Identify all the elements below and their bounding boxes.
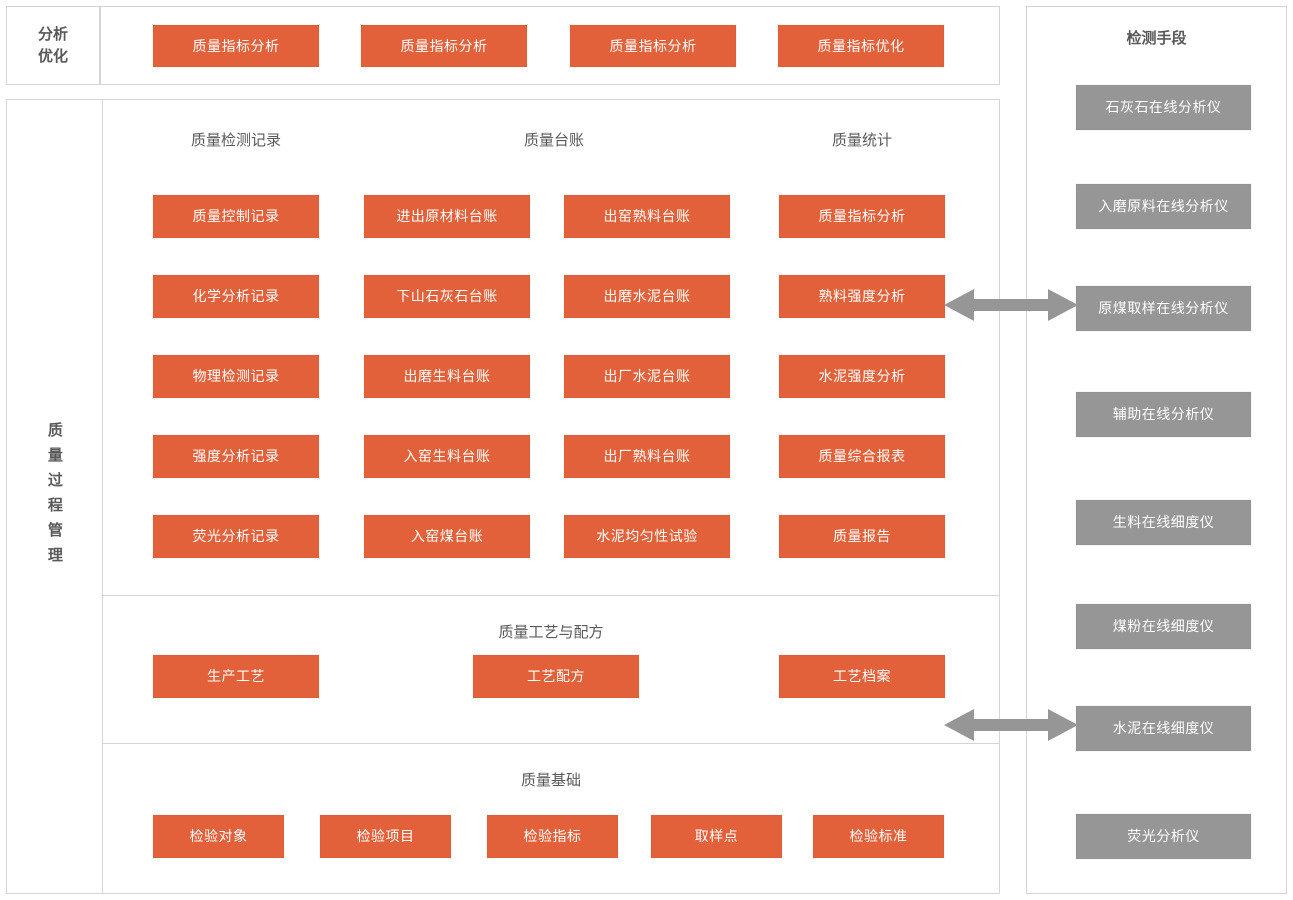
detection-tile-2-label: 原煤取样在线分析仪 — [1098, 300, 1229, 317]
detection-tile-5-label: 煤粉在线细度仪 — [1112, 618, 1215, 635]
group-1-tile-0[interactable]: 进出原材料台账 — [364, 195, 530, 238]
detection-tile-2[interactable]: 原煤取样在线分析仪 — [1076, 286, 1251, 331]
group-1-tile-2[interactable]: 出磨生料台账 — [364, 355, 530, 398]
group-2-tile-2-label: 出厂水泥台账 — [603, 368, 691, 385]
lower-double-arrow-icon — [944, 709, 1078, 741]
process-tile-2[interactable]: 工艺档案 — [779, 655, 945, 698]
group-3-tile-4-label: 质量报告 — [833, 528, 891, 545]
analysis-optimization-label-cell — [6, 6, 100, 85]
foundation-tile-3-label: 取样点 — [694, 828, 739, 845]
group-3-tile-0[interactable]: 质量指标分析 — [779, 195, 945, 238]
detection-tile-0-label: 石灰石在线分析仪 — [1105, 99, 1222, 116]
group-1-tile-1[interactable]: 下山石灰石台账 — [364, 275, 530, 318]
process-tile-1-label: 工艺配方 — [527, 668, 585, 685]
group-1-tile-4-label: 入窑煤台账 — [410, 528, 484, 545]
process-tile-0[interactable]: 生产工艺 — [153, 655, 319, 698]
group-1-tile-3-label: 入窑生料台账 — [403, 448, 491, 465]
foundation-tile-1[interactable]: 检验项目 — [320, 815, 451, 858]
top-tile-0[interactable]: 质量指标分析 — [153, 25, 319, 67]
foundation-section-divider — [103, 743, 999, 744]
group-3-tile-2[interactable]: 水泥强度分析 — [779, 355, 945, 398]
group-2-tile-4[interactable]: 水泥均匀性试验 — [564, 515, 730, 558]
group-2-tile-3[interactable]: 出厂熟料台账 — [564, 435, 730, 478]
quality-process-management-label: 质量过程管理 — [45, 421, 63, 572]
detection-tile-3-label: 辅助在线分析仪 — [1112, 406, 1215, 423]
detection-tile-5[interactable]: 煤粉在线细度仪 — [1076, 604, 1251, 649]
group-0-tile-3-label: 强度分析记录 — [192, 448, 280, 465]
analysis-optimization-label: 分析 优化 — [6, 6, 100, 85]
detection-tile-1[interactable]: 入磨原料在线分析仪 — [1076, 184, 1251, 229]
process-tile-0-label: 生产工艺 — [207, 668, 265, 685]
foundation-tile-1-label: 检验项目 — [356, 828, 415, 845]
detection-tile-3[interactable]: 辅助在线分析仪 — [1076, 392, 1251, 437]
detection-tile-7-label: 荧光分析仪 — [1127, 828, 1200, 845]
group-2-tile-1[interactable]: 出磨水泥台账 — [564, 275, 730, 318]
group-3-tile-0-label: 质量指标分析 — [818, 208, 906, 225]
group-0-tile-3[interactable]: 强度分析记录 — [153, 435, 319, 478]
group-3-tile-3[interactable]: 质量综合报表 — [779, 435, 945, 478]
detection-tile-0[interactable]: 石灰石在线分析仪 — [1076, 85, 1251, 130]
group-2-tile-4-label: 水泥均匀性试验 — [596, 528, 698, 545]
process-section-divider — [103, 595, 999, 596]
group-0-tile-2-label: 物理检测记录 — [192, 368, 280, 385]
group-2-tile-0[interactable]: 出窑熟料台账 — [564, 195, 730, 238]
top-tile-3[interactable]: 质量指标优化 — [778, 25, 944, 67]
group-title-3: 质量统计 — [831, 132, 892, 149]
group-0-tile-1[interactable]: 化学分析记录 — [153, 275, 319, 318]
top-tile-2-label: 质量指标分析 — [609, 37, 697, 54]
foundation-tile-0[interactable]: 检验对象 — [153, 815, 284, 858]
analysis-optimization-label-line1: 分析 — [37, 25, 68, 43]
foundation-tile-2[interactable]: 检验指标 — [487, 815, 618, 858]
process-tile-2-label: 工艺档案 — [833, 668, 891, 685]
foundation-section-title: 质量基础 — [520, 772, 581, 789]
group-0-tile-1-label: 化学分析记录 — [192, 288, 280, 305]
foundation-tile-4[interactable]: 检验标准 — [813, 815, 944, 858]
foundation-tile-0-label: 检验对象 — [189, 828, 248, 845]
group-3-tile-2-label: 水泥强度分析 — [818, 368, 906, 385]
group-0-tile-2[interactable]: 物理检测记录 — [153, 355, 319, 398]
main-rail-separator — [102, 99, 103, 893]
detection-tile-1-label: 入磨原料在线分析仪 — [1098, 198, 1229, 215]
detection-methods-panel — [1026, 6, 1287, 894]
detection-methods-title: 检测手段 — [1126, 30, 1187, 48]
group-title-1: 质量台账 — [523, 132, 584, 149]
detection-tile-6-label: 水泥在线细度仪 — [1112, 720, 1215, 737]
detection-tile-4[interactable]: 生料在线细度仪 — [1076, 500, 1251, 545]
group-title-0: 质量检测记录 — [190, 132, 281, 149]
upper-double-arrow-icon — [944, 289, 1078, 321]
group-0-tile-0-label: 质量控制记录 — [192, 208, 280, 225]
top-tile-0-label: 质量指标分析 — [192, 37, 280, 54]
group-1-tile-1-label: 下山石灰石台账 — [396, 288, 498, 305]
group-3-tile-3-label: 质量综合报表 — [818, 448, 906, 465]
group-0-tile-4-label: 荧光分析记录 — [192, 528, 280, 545]
group-3-tile-1[interactable]: 熟料强度分析 — [779, 275, 945, 318]
detection-tile-4-label: 生料在线细度仪 — [1112, 514, 1215, 531]
detection-tile-6[interactable]: 水泥在线细度仪 — [1076, 706, 1251, 751]
group-3-tile-4[interactable]: 质量报告 — [779, 515, 945, 558]
group-1-tile-3[interactable]: 入窑生料台账 — [364, 435, 530, 478]
foundation-tile-4-label: 检验标准 — [849, 828, 908, 845]
group-3-tile-1-label: 熟料强度分析 — [818, 288, 906, 305]
group-0-tile-0[interactable]: 质量控制记录 — [153, 195, 319, 238]
group-1-tile-2-label: 出磨生料台账 — [403, 368, 491, 385]
analysis-optimization-label-line2: 优化 — [37, 47, 68, 65]
group-1-tile-0-label: 进出原材料台账 — [396, 208, 498, 225]
group-2-tile-0-label: 出窑熟料台账 — [603, 208, 691, 225]
group-2-tile-3-label: 出厂熟料台账 — [603, 448, 691, 465]
group-2-tile-2[interactable]: 出厂水泥台账 — [564, 355, 730, 398]
group-0-tile-4[interactable]: 荧光分析记录 — [153, 515, 319, 558]
group-1-tile-4[interactable]: 入窑煤台账 — [364, 515, 530, 558]
process-tile-1[interactable]: 工艺配方 — [473, 655, 639, 698]
process-section-title: 质量工艺与配方 — [498, 624, 604, 641]
top-tile-1-label: 质量指标分析 — [400, 37, 488, 54]
detection-tile-7[interactable]: 荧光分析仪 — [1076, 814, 1251, 859]
foundation-tile-3[interactable]: 取样点 — [651, 815, 782, 858]
top-tile-3-label: 质量指标优化 — [817, 37, 905, 54]
top-tile-1[interactable]: 质量指标分析 — [361, 25, 527, 67]
group-2-tile-1-label: 出磨水泥台账 — [603, 288, 691, 305]
foundation-tile-2-label: 检验指标 — [523, 828, 582, 845]
top-tile-2[interactable]: 质量指标分析 — [570, 25, 736, 67]
